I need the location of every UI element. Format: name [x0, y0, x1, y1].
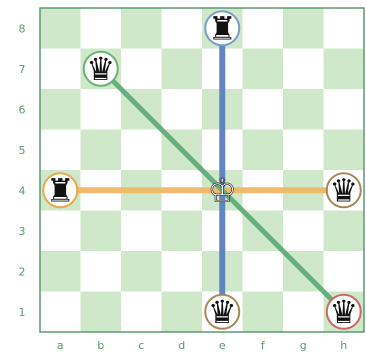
- black-queen-icon: ♛: [86, 50, 115, 88]
- square-c8[interactable]: [121, 8, 162, 49]
- square-b5[interactable]: [81, 130, 122, 171]
- square-b3[interactable]: [81, 211, 122, 252]
- rank-label-7: 7: [19, 63, 26, 76]
- rank-label-6: 6: [19, 103, 26, 116]
- piece-black-queen-e1[interactable]: ♛: [205, 293, 239, 331]
- file-label-d: d: [178, 339, 185, 352]
- file-label-h: h: [340, 339, 347, 352]
- square-c5[interactable]: [121, 130, 162, 171]
- square-f2[interactable]: [243, 251, 284, 292]
- square-f7[interactable]: [243, 49, 284, 90]
- square-h5[interactable]: [324, 130, 365, 171]
- file-label-a: a: [57, 339, 64, 352]
- square-a3[interactable]: [40, 211, 81, 252]
- piece-black-queen-h1[interactable]: ♛: [327, 293, 361, 331]
- square-g6[interactable]: [283, 89, 324, 130]
- square-c2[interactable]: [121, 251, 162, 292]
- square-b2[interactable]: [81, 251, 122, 292]
- square-a7[interactable]: [40, 49, 81, 90]
- rank-label-3: 3: [19, 225, 26, 238]
- square-d8[interactable]: [162, 8, 203, 49]
- square-g7[interactable]: [283, 49, 324, 90]
- square-d7[interactable]: [162, 49, 203, 90]
- square-f5[interactable]: [243, 130, 284, 171]
- square-c3[interactable]: [121, 211, 162, 252]
- piece-black-queen-b7[interactable]: ♛: [84, 50, 118, 88]
- square-g5[interactable]: [283, 130, 324, 171]
- square-g3[interactable]: [283, 211, 324, 252]
- file-label-c: c: [138, 339, 144, 352]
- square-a5[interactable]: [40, 130, 81, 171]
- rank-label-5: 5: [19, 144, 26, 157]
- square-g1[interactable]: [283, 292, 324, 333]
- white-king-icon: ♔: [208, 171, 237, 209]
- black-queen-icon: ♛: [208, 293, 237, 331]
- black-queen-icon: ♛: [329, 171, 358, 209]
- square-d1[interactable]: [162, 292, 203, 333]
- rank-label-4: 4: [19, 184, 26, 197]
- square-g8[interactable]: [283, 8, 324, 49]
- piece-black-queen-h4[interactable]: ♛: [327, 171, 361, 209]
- square-d2[interactable]: [162, 251, 203, 292]
- square-a8[interactable]: [40, 8, 81, 49]
- piece-black-rook-a4[interactable]: ♜: [43, 171, 77, 209]
- square-c7[interactable]: [121, 49, 162, 90]
- square-h6[interactable]: [324, 89, 365, 130]
- file-label-b: b: [97, 339, 104, 352]
- square-h8[interactable]: [324, 8, 365, 49]
- square-h7[interactable]: [324, 49, 365, 90]
- square-b1[interactable]: [81, 292, 122, 333]
- square-f1[interactable]: [243, 292, 284, 333]
- file-label-f: f: [261, 339, 266, 352]
- black-rook-icon: ♜: [46, 171, 75, 209]
- square-d6[interactable]: [162, 89, 203, 130]
- square-d3[interactable]: [162, 211, 203, 252]
- rank-label-1: 1: [19, 306, 26, 319]
- square-h3[interactable]: [324, 211, 365, 252]
- square-h2[interactable]: [324, 251, 365, 292]
- square-a6[interactable]: [40, 89, 81, 130]
- square-a2[interactable]: [40, 251, 81, 292]
- black-queen-icon: ♛: [329, 293, 358, 331]
- square-b6[interactable]: [81, 89, 122, 130]
- square-f6[interactable]: [243, 89, 284, 130]
- file-label-e: e: [219, 339, 226, 352]
- piece-black-rook-e8[interactable]: ♜: [205, 9, 239, 47]
- rank-label-8: 8: [19, 22, 26, 35]
- black-rook-icon: ♜: [208, 9, 237, 47]
- piece-white-king-e4[interactable]: ♔: [208, 171, 237, 209]
- square-a1[interactable]: [40, 292, 81, 333]
- square-c1[interactable]: [121, 292, 162, 333]
- rank-label-2: 2: [19, 265, 26, 278]
- file-label-g: g: [300, 339, 307, 352]
- square-f8[interactable]: [243, 8, 284, 49]
- square-b8[interactable]: [81, 8, 122, 49]
